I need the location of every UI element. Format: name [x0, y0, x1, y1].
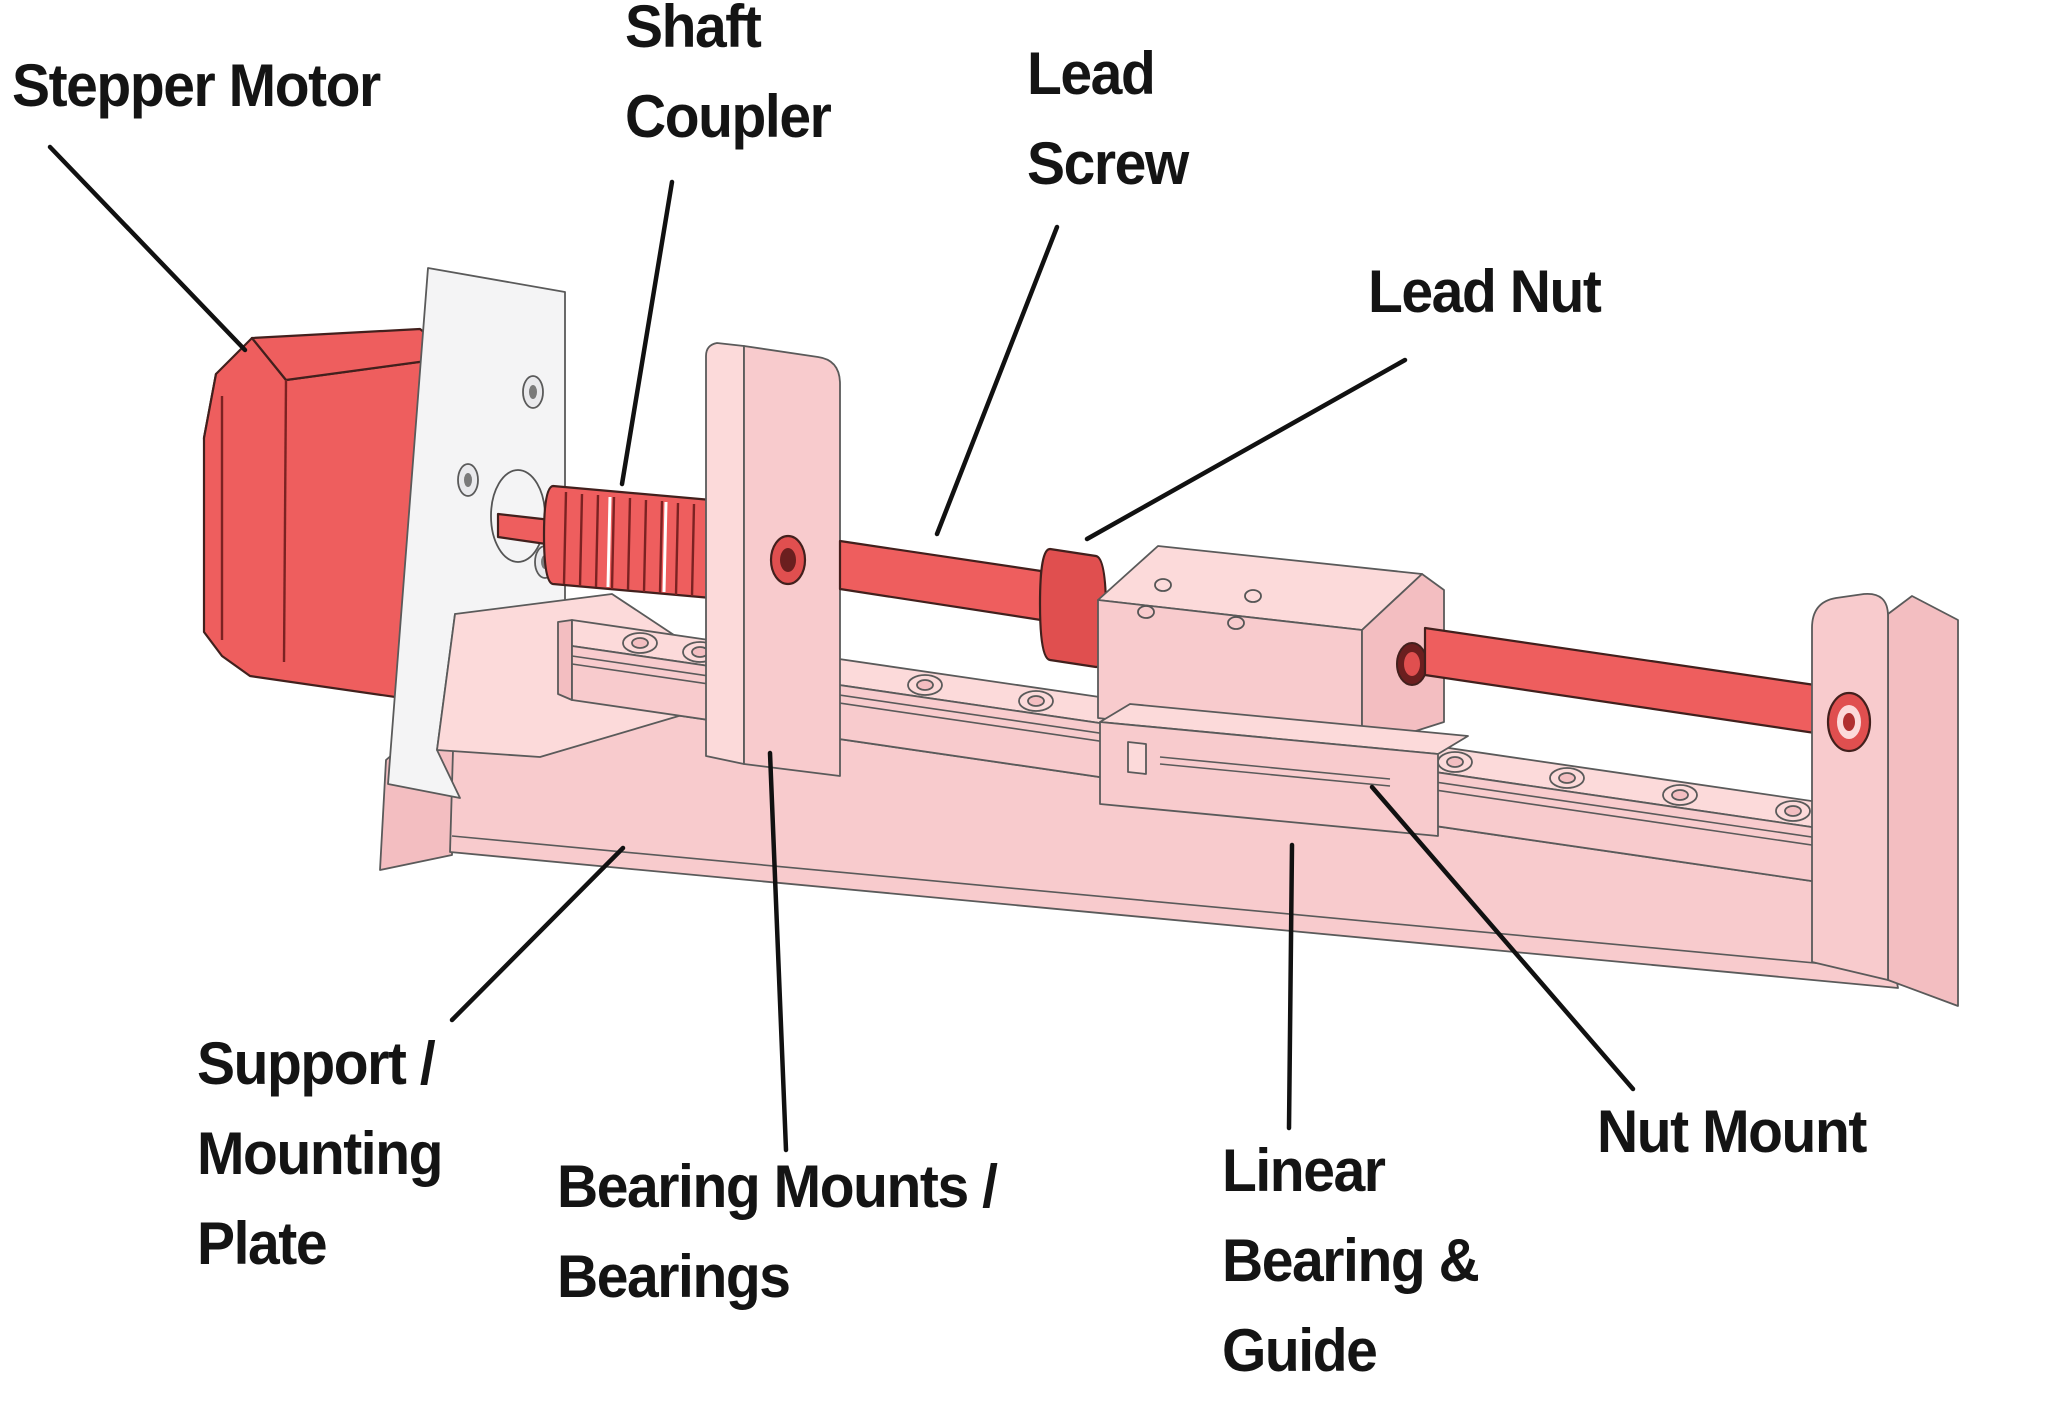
label-line: Linear: [1222, 1137, 1386, 1204]
leader-lines: [47, 144, 1636, 1153]
label-line: Lead Nut: [1368, 258, 1602, 325]
lead-screw-illustration: [838, 539, 1043, 622]
stepper-motor-illustration: [202, 327, 458, 702]
label-line: Screw: [1027, 130, 1189, 197]
leader-line-bearing-mounts: [767, 750, 789, 1153]
label-bearing-mounts: Bearing Mounts / Bearings: [557, 1142, 998, 1322]
lead-screw-right-section: [1423, 626, 1817, 735]
linear-bearing-illustration: [1099, 703, 1469, 837]
label-support-mounting-plate: Support / Mounting Plate: [197, 1019, 443, 1289]
label-stepper-motor: Stepper Motor: [12, 41, 381, 131]
leader-line-linear-bearing: [1286, 842, 1295, 1131]
bearing-mount-right-illustration: [1811, 593, 1959, 1007]
label-line: Support /: [197, 1030, 436, 1097]
label-line: Nut Mount: [1597, 1098, 1867, 1165]
label-line: Lead: [1027, 40, 1156, 107]
label-line: Shaft: [625, 0, 762, 60]
label-line: Coupler: [625, 83, 832, 150]
label-shaft-coupler: Shaft Coupler: [625, 0, 832, 162]
leader-line-stepper-motor: [47, 144, 248, 353]
label-line: Plate: [197, 1210, 328, 1277]
leader-line-support-plate: [449, 845, 626, 1023]
leader-line-lead-nut: [1084, 357, 1408, 542]
label-line: Guide: [1222, 1317, 1378, 1384]
lead-nut-illustration: [1038, 547, 1108, 669]
label-line: Mounting: [197, 1120, 443, 1187]
bearing-mount-left-illustration: [705, 342, 841, 777]
leader-line-lead-screw: [934, 224, 1060, 537]
label-line: Bearing Mounts /: [557, 1153, 998, 1220]
rail-screws: [622, 632, 1811, 822]
label-line: Bearing &: [1222, 1227, 1480, 1294]
label-nut-mount: Nut Mount: [1597, 1087, 1867, 1177]
label-line: Bearings: [557, 1243, 791, 1310]
label-lead-screw: Lead Screw: [1027, 29, 1189, 209]
label-lead-nut: Lead Nut: [1368, 247, 1602, 337]
label-linear-bearing-guide: Linear Bearing & Guide: [1222, 1126, 1480, 1396]
nut-mount-illustration: [1097, 545, 1445, 749]
leader-line-nut-mount: [1369, 784, 1636, 1092]
label-line: Stepper Motor: [12, 52, 381, 119]
nut-mount-screw-holes: [1137, 578, 1262, 630]
leader-line-shaft-coupler: [619, 179, 675, 487]
